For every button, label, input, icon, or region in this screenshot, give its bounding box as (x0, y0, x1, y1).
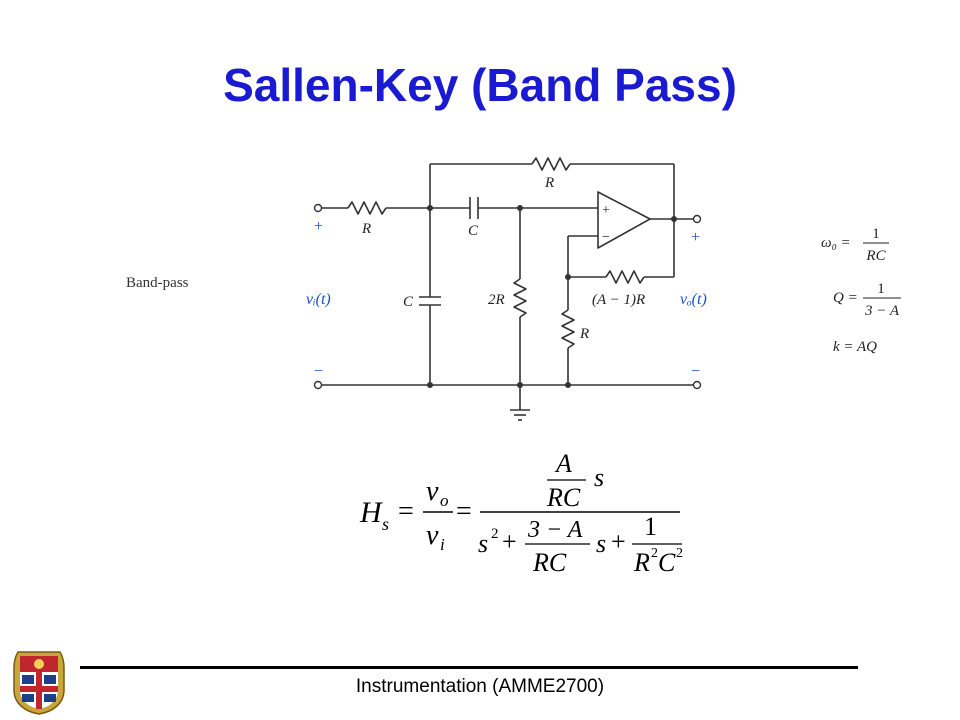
port-input-minus: − (314, 363, 323, 380)
formula-den-s: s (478, 529, 488, 558)
formula-eq2: = (456, 496, 472, 527)
junction-gnd-2r (517, 382, 523, 388)
label-r-feedback: (A − 1)R (592, 292, 645, 308)
formula-den-r: R (633, 548, 650, 577)
formula-vi: v (426, 520, 439, 551)
label-c-series: C (468, 223, 479, 239)
junction-b (517, 205, 523, 211)
formula-den-s-exp: 2 (491, 526, 499, 542)
opamp-plus-label: + (602, 203, 610, 218)
slide-title: Sallen-Key (Band Pass) (223, 59, 737, 111)
formula-den-3a: 3 − A (527, 517, 583, 543)
formula-vi-sub: i (440, 535, 445, 554)
resistor-r-in (347, 201, 387, 215)
formula-den-rc: RC (532, 548, 567, 577)
port-output-plus: + (691, 229, 700, 246)
formula-den-r-exp: 2 (651, 546, 658, 561)
w0-num: 1 (872, 226, 880, 242)
resistor-r-2r (513, 278, 527, 318)
port-output-minus: − (691, 363, 700, 380)
formula-vo-sub: o (440, 491, 449, 510)
terminal-input-plus (313, 203, 323, 213)
opamp-minus-label: − (602, 230, 610, 245)
terminal-output-plus (692, 214, 702, 224)
w0-den: RC (865, 248, 886, 264)
sallen-key-circuit: R R C C 2R (A − 1)R R + − vᵢ(t) + − vₒ(t… (306, 157, 707, 421)
opamp (597, 191, 651, 249)
footer-divider (80, 666, 858, 669)
port-output-label: vₒ(t) (680, 291, 707, 308)
formula-den-c: C (658, 548, 676, 577)
formula-h-sub: s (382, 514, 389, 534)
label-c-shunt: C (403, 294, 414, 310)
k-equation: k = AQ (833, 339, 877, 355)
transfer-function: H s = v o v i = A RC s s 2 + 3 − A RC s … (359, 449, 683, 577)
label-r-2r: 2R (488, 292, 505, 308)
formula-plus2: + (611, 527, 626, 556)
junction-minus (565, 274, 571, 280)
port-input-label: vᵢ(t) (306, 291, 331, 308)
q-den: 3 − A (864, 303, 900, 319)
resistor-r-ground (561, 309, 575, 349)
port-input-plus: + (314, 218, 323, 235)
label-r-top: R (544, 175, 554, 191)
formula-den-c-exp: 2 (676, 546, 683, 561)
formula-den-1: 1 (644, 512, 657, 541)
formula-den-s2: s (596, 529, 606, 558)
label-r-in: R (361, 221, 371, 237)
formula-eq1: = (398, 496, 414, 527)
band-pass-label: Band-pass (126, 275, 189, 291)
q-num: 1 (877, 281, 885, 297)
parameter-equations: ω₀ = 1 RC Q = 1 3 − A k = AQ (821, 226, 901, 355)
resistor-r-top (531, 157, 571, 171)
w0-lhs: ω₀ = (821, 235, 851, 251)
university-crest-logo (13, 651, 65, 715)
junction-out (671, 216, 677, 222)
formula-num-rc: RC (546, 483, 581, 512)
formula-h: H (359, 496, 384, 529)
formula-plus1: + (502, 527, 517, 556)
junction-gnd-c (427, 382, 433, 388)
formula-num-a: A (554, 449, 572, 478)
junction-gnd-r (565, 382, 571, 388)
q-lhs: Q = (833, 290, 858, 306)
terminal-output-minus (692, 380, 702, 390)
formula-num-s: s (594, 463, 604, 492)
label-r-ground: R (579, 326, 589, 342)
resistor-r-feedback (605, 270, 645, 284)
formula-vo: v (426, 476, 439, 507)
terminal-input-minus (313, 380, 323, 390)
junction-a (427, 205, 433, 211)
footer-course-name: Instrumentation (AMME2700) (355, 676, 605, 697)
